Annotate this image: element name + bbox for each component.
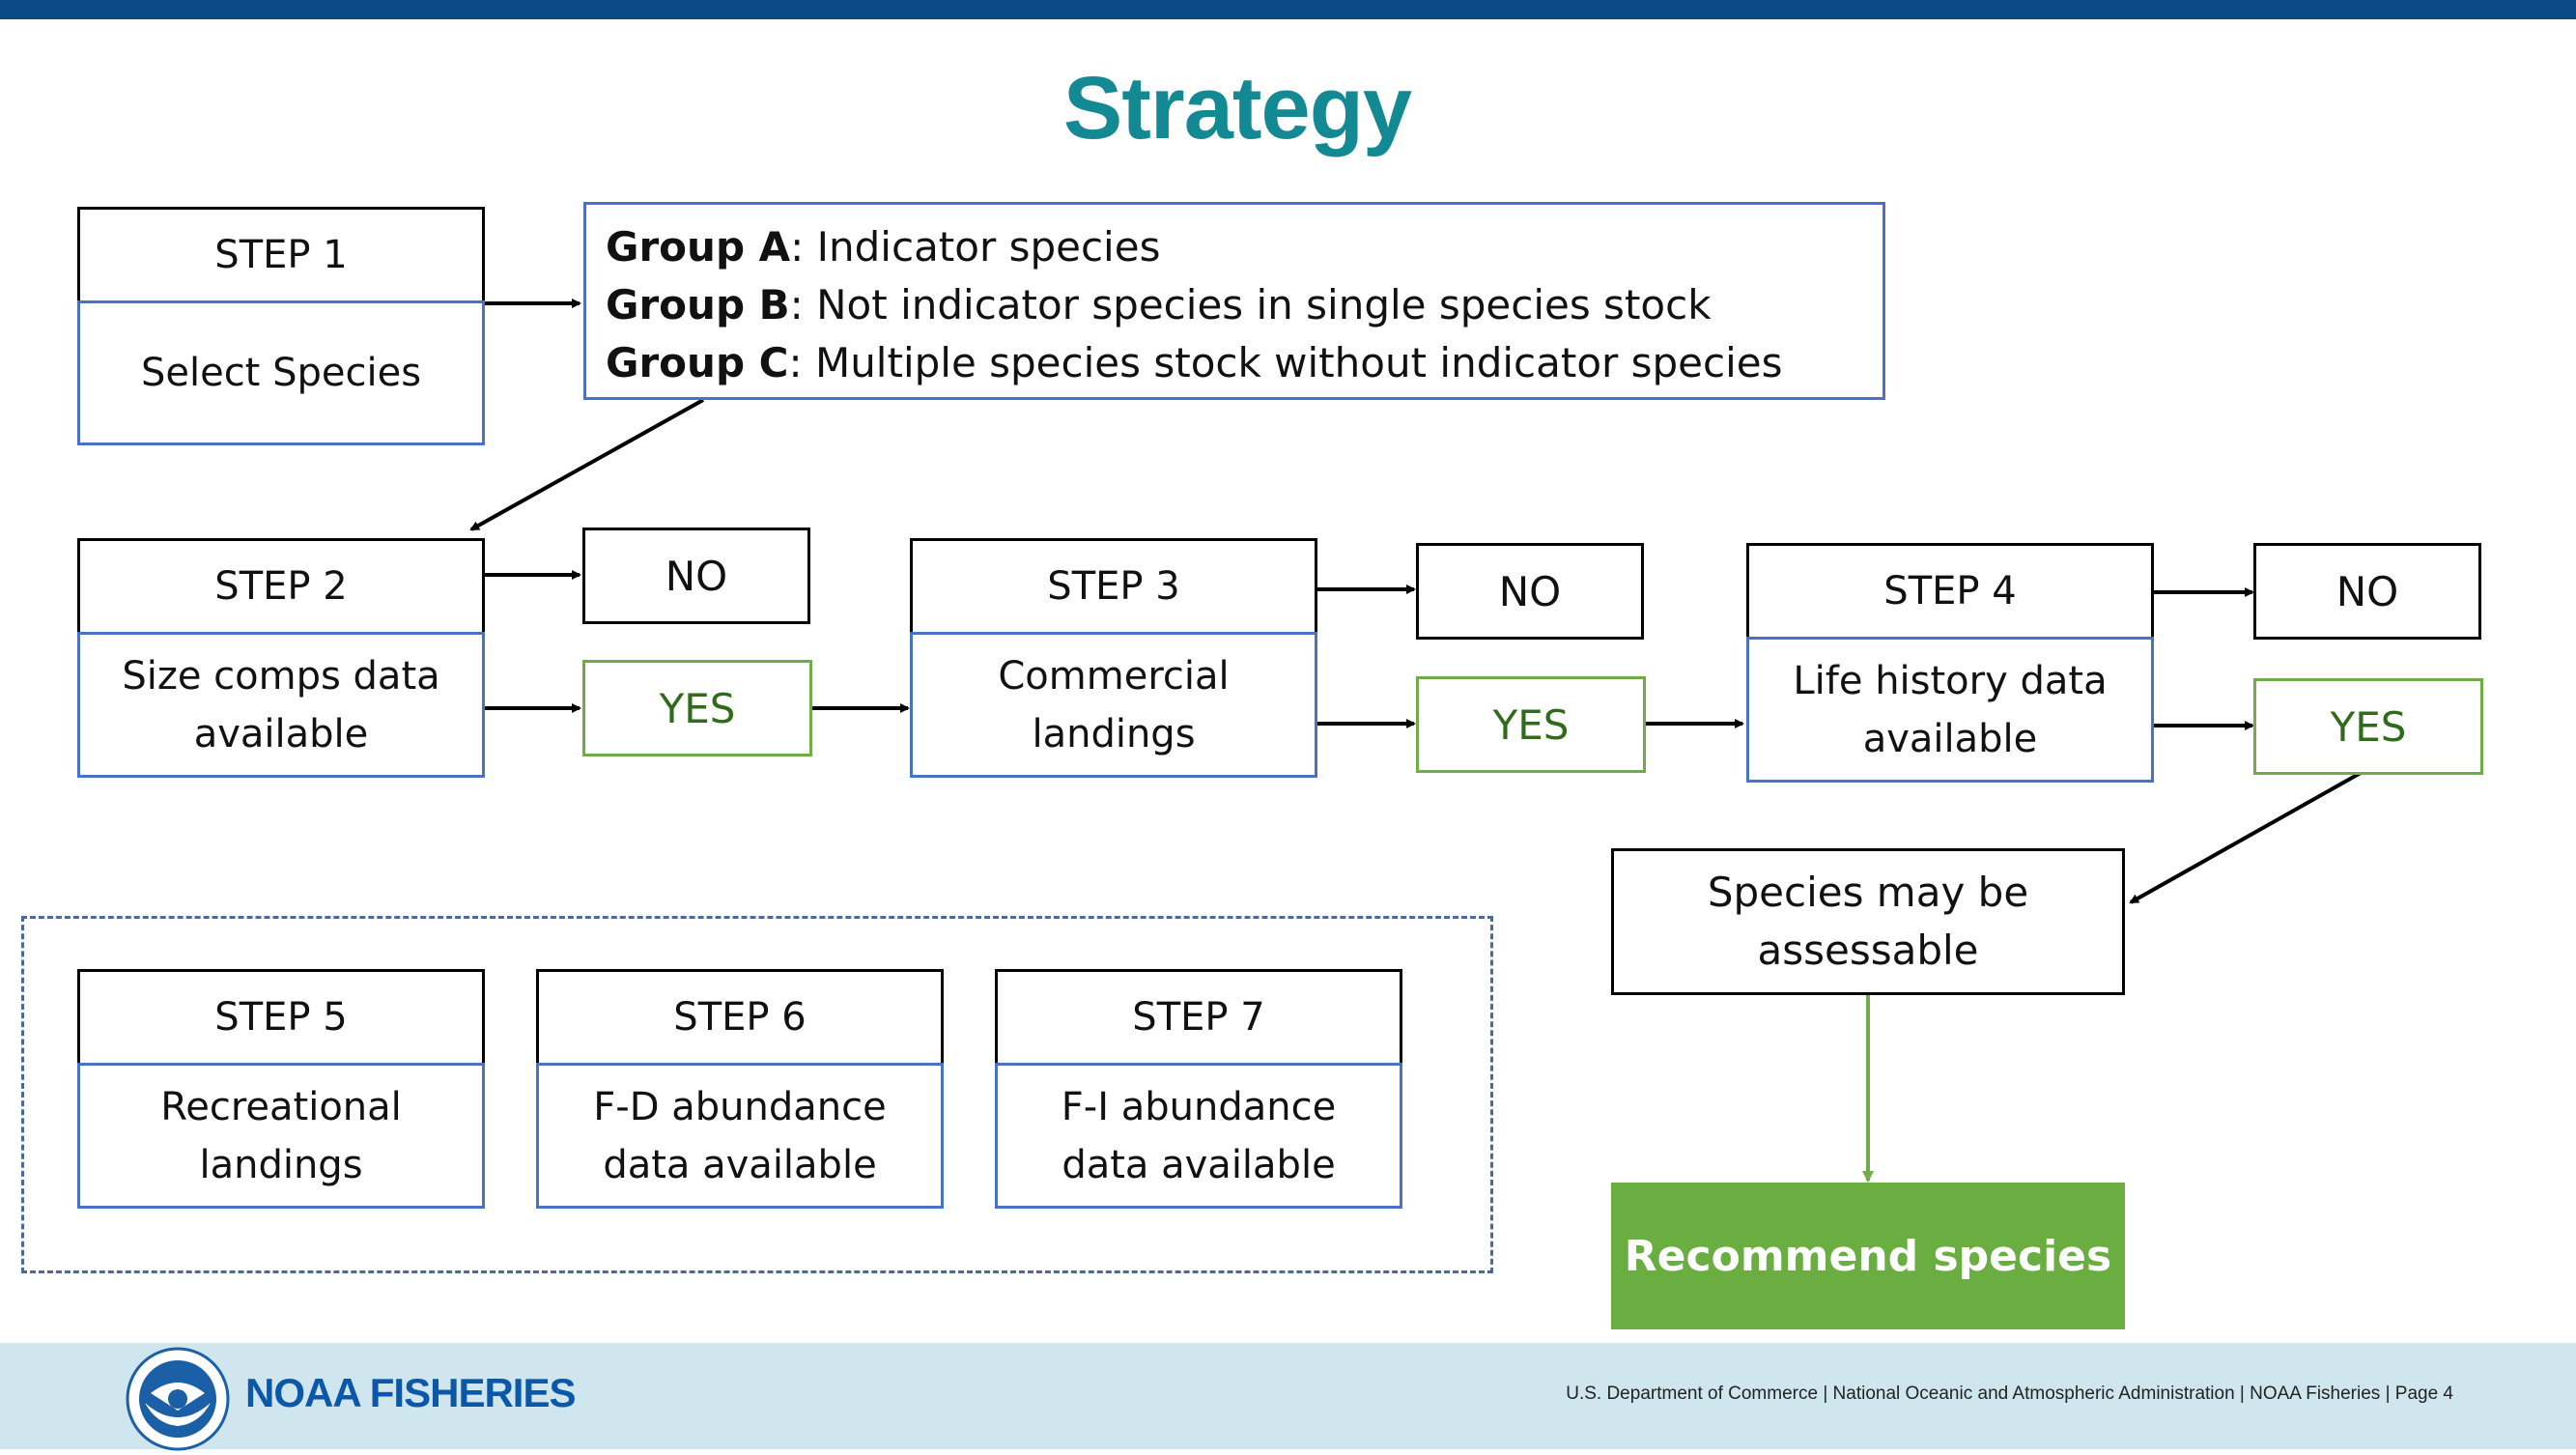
page-title: Strategy	[1062, 59, 1412, 157]
recommend-species-box: Recommend species	[1611, 1183, 2125, 1329]
top-accent-bar	[0, 0, 2576, 19]
noaa-fisheries-logo: NOAA FISHERIES	[245, 1370, 576, 1415]
noaa-emblem-icon	[126, 1347, 230, 1451]
step4-no-box: NO	[2253, 543, 2481, 640]
step2-header: STEP 2	[77, 538, 485, 635]
optional-steps-group	[21, 916, 1493, 1273]
step6-header: STEP 6	[536, 969, 944, 1066]
groups-box: Group A: Indicator species Group B: Not …	[583, 202, 1885, 400]
step3-header: STEP 3	[910, 538, 1317, 635]
group-b-line: Group B: Not indicator species in single…	[606, 281, 1712, 328]
group-a-line: Group A: Indicator species	[606, 223, 1161, 271]
step2-no-box: NO	[582, 528, 810, 624]
footer-bar	[0, 1343, 2576, 1449]
arrow-groups-to-step2	[469, 398, 704, 531]
step2-yes-box: YES	[582, 660, 812, 756]
step3-no-box: NO	[1416, 543, 1644, 640]
step1-header: STEP 1	[77, 207, 485, 303]
step3-yes-box: YES	[1416, 676, 1646, 773]
footer-text: U.S. Department of Commerce | National O…	[1566, 1384, 2453, 1404]
group-c-line: Group C: Multiple species stock without …	[606, 339, 1783, 386]
arrow-yes-to-assessable	[2129, 771, 2362, 904]
step5-header: STEP 5	[77, 969, 485, 1066]
step4-header: STEP 4	[1746, 543, 2154, 640]
step4-yes-box: YES	[2253, 678, 2483, 775]
step7-header: STEP 7	[995, 969, 1402, 1066]
step1-body: Select Species	[77, 300, 485, 445]
